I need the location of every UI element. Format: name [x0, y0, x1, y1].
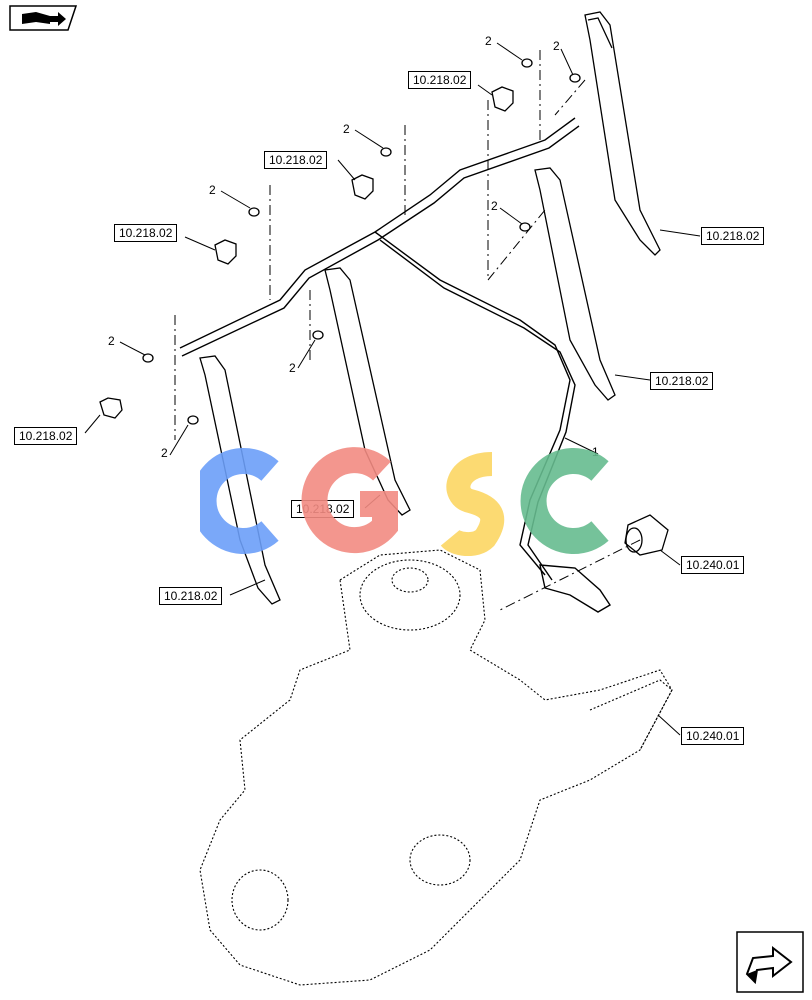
item-number-washer: 2: [491, 199, 498, 213]
sealing-washers: [142, 58, 581, 425]
pipe-sleeve: [624, 514, 669, 556]
ref-label-sleeve[interactable]: 10.240.01: [681, 556, 745, 574]
ref-label-injector-3[interactable]: 10.218.02: [650, 372, 714, 390]
item-number-washer: 2: [485, 34, 492, 48]
item-number-washer: 2: [161, 446, 168, 460]
ref-label-upper-left[interactable]: 10.218.02: [264, 151, 328, 169]
next-page-arrow-icon[interactable]: [735, 930, 805, 994]
ref-label-far-left[interactable]: 10.218.02: [14, 427, 78, 445]
injector-4: [584, 11, 661, 256]
item-number-washer: 2: [108, 334, 115, 348]
book-with-arrow-icon[interactable]: [6, 4, 78, 32]
item-number-pipe: 1: [592, 445, 599, 459]
leader-lines: [84, 42, 701, 736]
item-number-washer: 2: [289, 361, 296, 375]
injector-2: [324, 267, 411, 516]
assembly-center-lines: [174, 50, 641, 611]
item-number-washer: 2: [553, 39, 560, 53]
item-number-washer: 2: [343, 122, 350, 136]
ref-label-pump[interactable]: 10.240.01: [681, 727, 745, 745]
banjo-bolts: [99, 86, 514, 419]
ref-label-injector-4[interactable]: 10.218.02: [701, 227, 765, 245]
cgsc-watermark-logo: [200, 447, 609, 556]
item-number-washer: 2: [209, 183, 216, 197]
ref-label-injector-1[interactable]: 10.218.02: [159, 587, 223, 605]
injector-3: [534, 167, 616, 401]
ref-label-left[interactable]: 10.218.02: [114, 224, 178, 242]
ref-label-top-center[interactable]: 10.218.02: [408, 71, 472, 89]
injection-pump: [199, 549, 673, 986]
